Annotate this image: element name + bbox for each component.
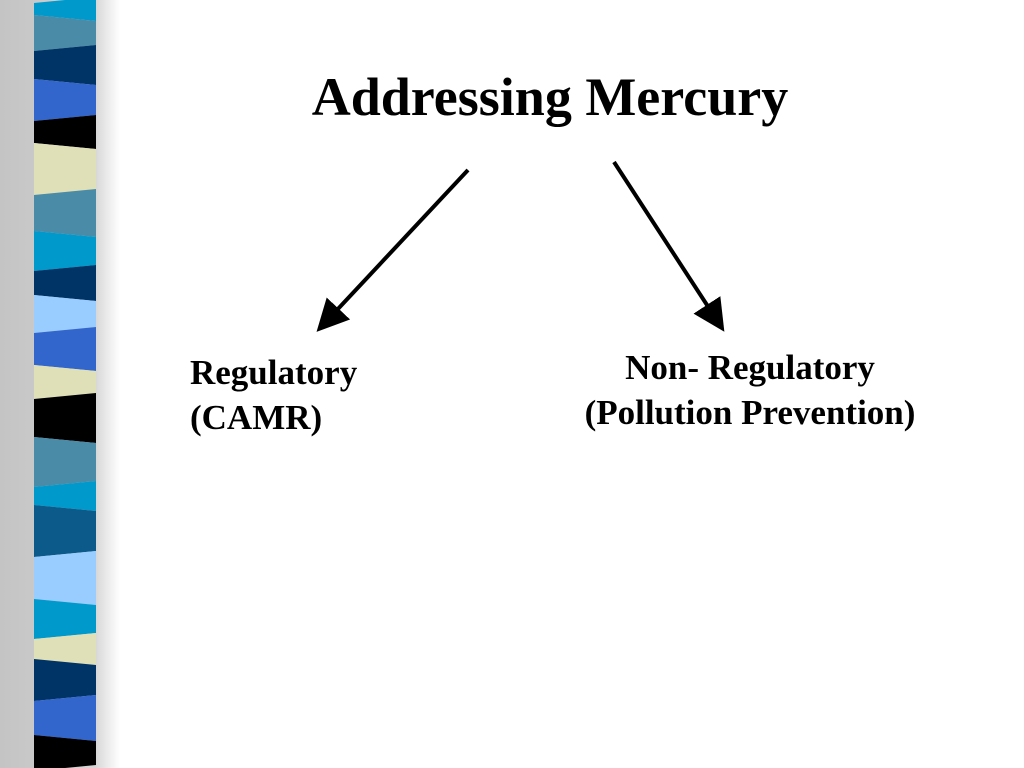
node-regulatory: Regulatory (CAMR) [190,350,450,440]
stripe-band [34,15,96,51]
stripe-band [34,189,96,237]
stripe-band [34,231,96,271]
stripe-band [34,295,96,333]
stripe-band [34,633,96,665]
stripe-band [34,599,96,639]
stripe-band [34,0,96,21]
stripe-band [34,393,96,443]
stripe-band [34,437,96,487]
stripe-band [34,505,96,557]
stripe-band [34,481,96,511]
stripe-band [34,551,96,605]
arrow-to-regulatory [316,168,470,332]
node-non-regulatory-label: Non- Regulatory [625,348,875,387]
stripe-band [34,45,96,85]
stripe-band [34,115,96,149]
decorative-stripe-bar [34,0,96,768]
node-non-regulatory: Non- Regulatory (Pollution Prevention) [540,345,960,435]
node-regulatory-sublabel: (CAMR) [190,398,323,437]
stripe-band [34,365,96,399]
stripe-band [34,265,96,301]
arrow-to-non-regulatory [612,160,725,332]
node-regulatory-label: Regulatory [190,353,358,392]
stripe-band [34,327,96,371]
node-non-regulatory-sublabel: (Pollution Prevention) [584,393,916,432]
stripe-band [34,735,96,768]
stripe-band [34,659,96,701]
slide-title: Addressing Mercury [311,67,789,127]
stripe-band [34,143,96,195]
stripe-band [34,79,96,121]
stripe-band [34,695,96,741]
